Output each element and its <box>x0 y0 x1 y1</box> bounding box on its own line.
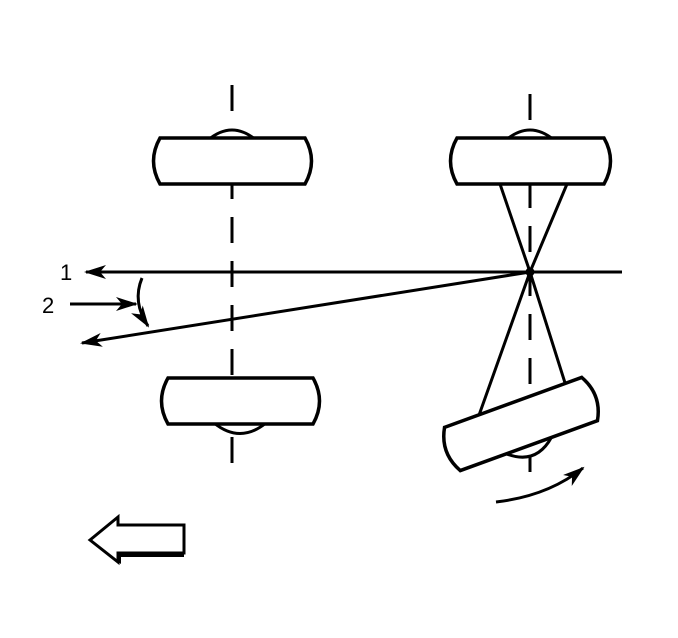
front-top-wheel <box>448 128 613 186</box>
rear-bottom-wheel <box>159 376 322 435</box>
rotation-arrow <box>495 466 585 504</box>
direction-arrow-shadow <box>118 553 184 564</box>
angle-arc <box>131 277 150 328</box>
toe-direction-arrow <box>80 270 531 347</box>
callout-2: 2 <box>42 293 54 318</box>
front-bottom-wheel-toed <box>442 375 600 473</box>
pivot-point <box>525 267 535 277</box>
upper-projection-lines <box>498 183 569 277</box>
callout-1: 1 <box>60 260 72 285</box>
rear-top-wheel <box>151 128 314 186</box>
